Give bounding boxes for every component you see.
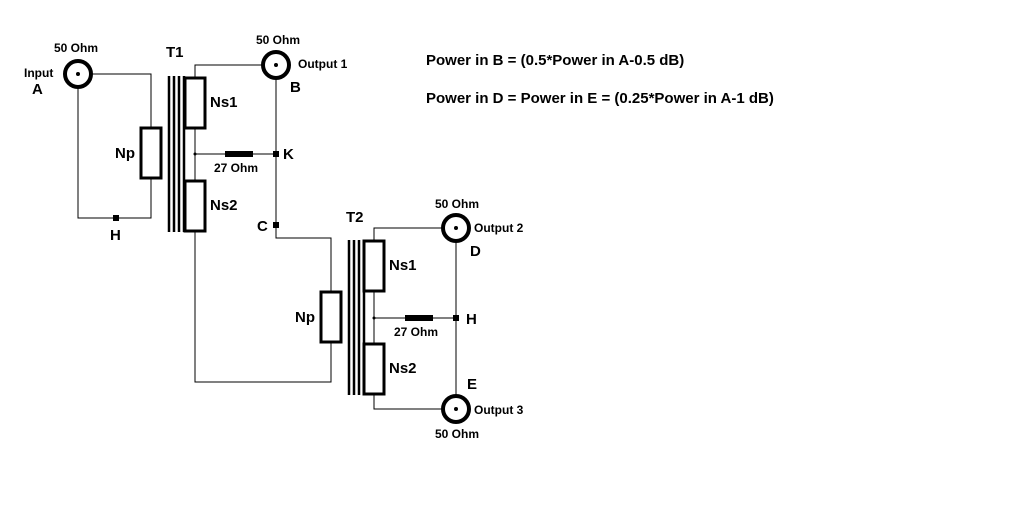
t2-ns1-top-wire	[373, 227, 456, 241]
t2-node-e-label: E	[467, 376, 477, 393]
t2-secondary2-coil	[362, 342, 386, 396]
t2-output3-label: Output 3	[474, 403, 524, 417]
t2-ns2-bottom-wire	[373, 394, 456, 410]
t2-node-h-label: H	[466, 311, 477, 328]
t2-output-port-e-center	[454, 407, 458, 411]
power-equations: Power in B = (0.5*Power in A-0.5 dB) Pow…	[426, 52, 774, 107]
t2-resistor	[405, 315, 433, 321]
t1-node-h-dot	[113, 215, 119, 221]
t1-primary-label: Np	[115, 145, 135, 162]
t1-primary-coil	[139, 126, 163, 180]
t2-primary-label: Np	[295, 309, 315, 326]
t2-secondary1-coil	[362, 239, 386, 293]
t1-node-k-label: K	[283, 146, 294, 163]
t2-node-d-label: D	[470, 243, 481, 260]
t2-resistor-label: 27 Ohm	[394, 325, 438, 339]
t1-node-k-dot	[273, 151, 279, 157]
t1-node-c-label: C	[257, 218, 268, 235]
t1-node-b-label: B	[290, 79, 301, 96]
t2-secondary2-label: Ns2	[389, 360, 417, 377]
t1-input-ohm-label: 50 Ohm	[54, 41, 98, 55]
t1-secondary2-label: Ns2	[210, 197, 238, 214]
t1-resistor-label: 27 Ohm	[214, 161, 258, 175]
t1-output-label: Output 1	[298, 57, 348, 71]
t1-node-c-dot	[273, 222, 279, 228]
t2-output2-ohm-label: 50 Ohm	[435, 197, 479, 211]
t1-resistor	[225, 151, 253, 157]
t1-node-a-label: A	[32, 81, 43, 98]
t2-node-h-dot	[453, 315, 459, 321]
t1-secondary2-coil	[183, 179, 207, 233]
t1-input-top-wire	[78, 73, 152, 128]
t1-section: 50 Ohm Input A T1 50 Ohm Output 1 B Np N…	[24, 33, 348, 383]
t1-output-port-b-center	[274, 63, 278, 67]
t1-input-label: Input	[24, 66, 53, 80]
t1-tap-dot	[193, 152, 197, 156]
t1-node-h-label: H	[110, 227, 121, 244]
equation-line-2: Power in D = Power in E = (0.25*Power in…	[426, 90, 774, 107]
t1-ns2-bottom-wire	[194, 231, 332, 383]
t2-tap-dot	[372, 316, 376, 320]
t1-secondary1-coil	[183, 76, 207, 130]
t2-primary-coil	[319, 290, 343, 344]
t2-output2-label: Output 2	[474, 221, 524, 235]
t1-c-to-t2-wire	[275, 225, 332, 292]
t1-output-ohm-label: 50 Ohm	[256, 33, 300, 47]
t2-output3-ohm-label: 50 Ohm	[435, 427, 479, 441]
t1-secondary1-label: Ns1	[210, 94, 238, 111]
t2-secondary1-label: Ns1	[389, 257, 417, 274]
t1-ns1-top-wire	[194, 64, 276, 78]
t1-input-port-a-center	[76, 72, 80, 76]
t2-name-label: T2	[346, 209, 364, 226]
equation-line-1: Power in B = (0.5*Power in A-0.5 dB)	[426, 52, 684, 69]
t1-name-label: T1	[166, 44, 184, 61]
t2-section: T2 50 Ohm Output 2 D Np Ns1 Ns2 27 Ohm H…	[295, 197, 524, 441]
t2-output-port-d-center	[454, 226, 458, 230]
